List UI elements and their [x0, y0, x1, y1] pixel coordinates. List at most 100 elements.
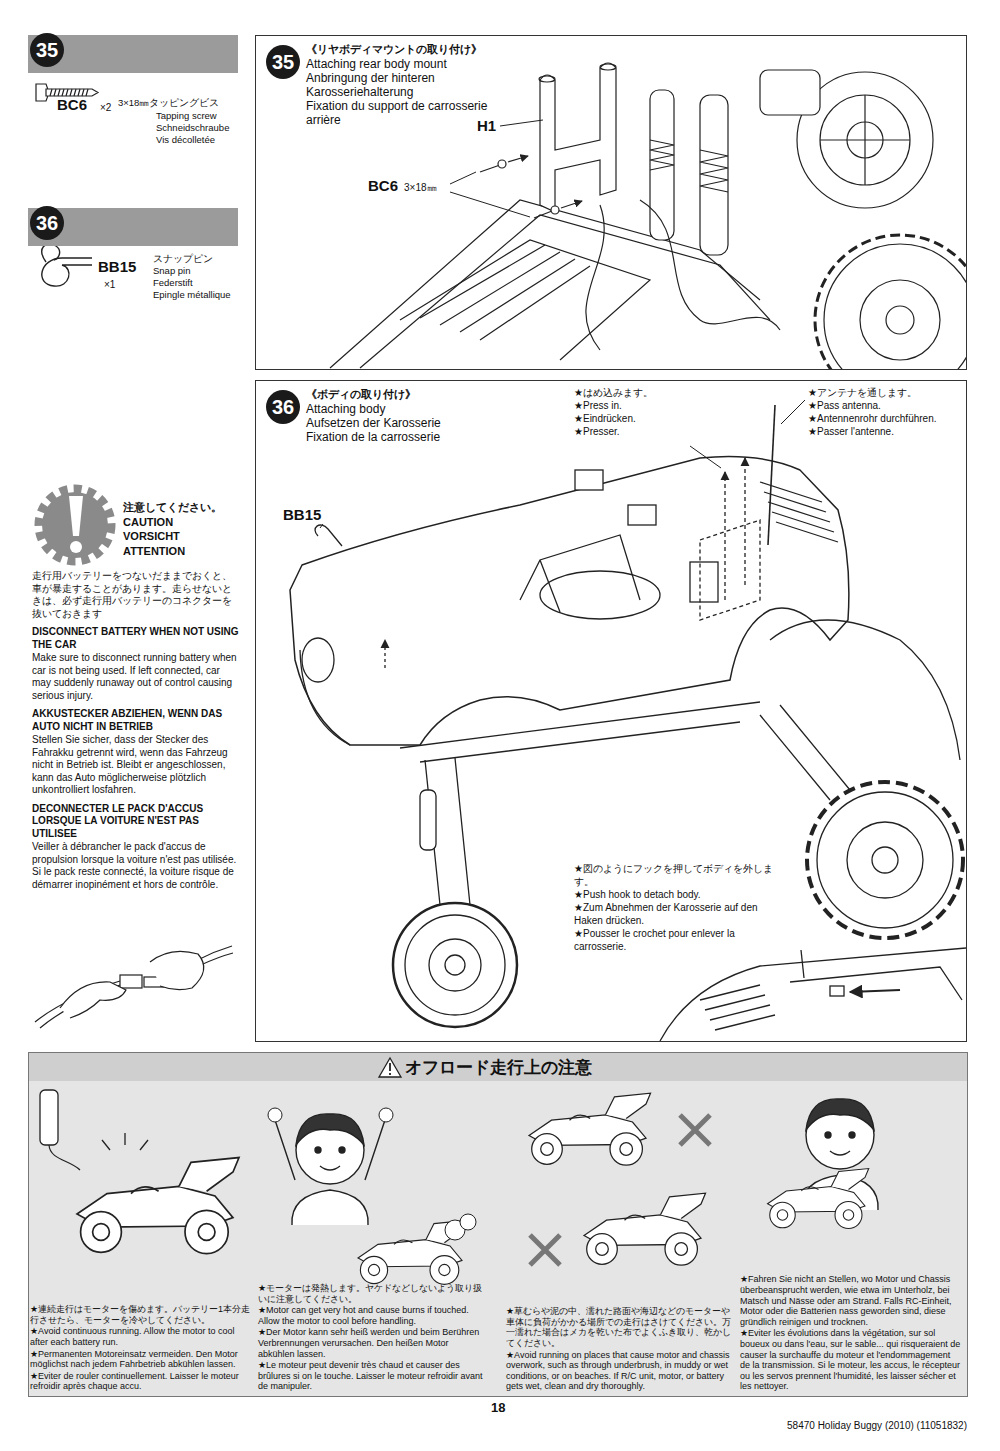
buggy-body-drawing-path [660, 948, 966, 1041]
buggy-body-drawing-ellipse [302, 638, 334, 682]
warning-heading: VORSICHT [123, 529, 180, 544]
label-anchor: スナップピン [153, 253, 243, 265]
battery-connector-sketch-path [150, 951, 204, 989]
caution-cartoons-path [49, 1145, 80, 1170]
rear-chassis-drawing-ellipse [539, 76, 555, 82]
caution-heading: オフロード走行上の注意 [405, 1058, 592, 1078]
step-title: Attaching rear body mount [306, 57, 447, 71]
warning-heading: ATTENTION [123, 544, 185, 559]
label-anchor: Stellen Sie sicher, dass der Stecker des… [32, 734, 239, 797]
callout-note: ★Push hook to detach body. [574, 888, 701, 901]
buggy-body-drawing-path [770, 620, 960, 760]
part-name: Vis décolletée [156, 134, 215, 146]
rear-chassis-drawing-path [480, 165, 500, 172]
warning-text: Veiller à débrancher le pack d'accus de … [32, 841, 239, 891]
rear-chassis-drawing-circle [886, 306, 914, 334]
caution-icon-circle [70, 541, 82, 553]
label-anchor: ★草むらや泥の中、濡れた路面や海辺などのモーターや車体に負荷がかかる場所での走行… [506, 1306, 732, 1348]
label-anchor: ★図のようにフックを押してボディを外します。 [574, 862, 789, 888]
step-number-band: 35 [28, 35, 238, 73]
buggy-body-drawing-circle [445, 955, 465, 975]
step-title: Fixation du support de carrosserie arriè… [306, 99, 506, 127]
caution-cartoons-path [530, 1235, 560, 1265]
step-title: Attaching body [306, 402, 385, 416]
snap-pin [42, 244, 92, 286]
caution-text: ★草むらや泥の中、濡れた路面や海辺などのモーターや車体に負荷がかかる場所での走行… [506, 1306, 732, 1348]
label-anchor: ★Eviter de rouler continuellement. Laiss… [30, 1371, 252, 1392]
label-anchor: ★Avoid continuous running. Allow the mot… [30, 1326, 252, 1347]
caution-cartoons-use [768, 1169, 869, 1229]
label-anchor: Schneidschraube [156, 122, 240, 134]
part-name: Snap pin [153, 265, 191, 277]
label-anchor: ★Eviter les évolutions dans la végétatio… [740, 1328, 962, 1392]
label-anchor: ATTENTION [123, 544, 238, 559]
text-wrap: 《ボディの取り付け》Attaching bodyAufsetzen der Ka… [306, 387, 506, 444]
text-wrap: 35 [266, 45, 300, 79]
label-anchor: ★Permanenten Motoreinsatz vermeiden. Den… [30, 1349, 252, 1370]
callout-note: ★Passer l'antenne. [808, 425, 894, 438]
text-column: ★アンテナを通します。★Pass antenna.★Antennenrohr d… [808, 386, 963, 438]
caution-text: ★モーターは発熱します。ヤケドなどしないよう取り扱いに注意してください。 [258, 1283, 486, 1304]
label-anchor: 18 [491, 1400, 505, 1415]
buggy-body-drawing-circle [405, 915, 505, 1015]
rear-chassis-drawing-circle [824, 244, 966, 369]
step-number: 35 [266, 45, 300, 79]
caution-text: ★Fahren Sie nicht an Stellen, wo Motor u… [740, 1274, 962, 1327]
label-anchor: H1 [477, 117, 496, 135]
label-anchor: Vis décolletée [156, 134, 240, 146]
rear-chassis-drawing-circle [815, 235, 966, 369]
label-anchor: ★Fahren Sie nicht an Stellen, wo Motor u… [740, 1274, 962, 1327]
part-name: Schneidschraube [156, 122, 229, 134]
warning-heading: DECONNECTER LE PACK D'ACCUS LORSQUE LA V… [32, 803, 239, 841]
label-anchor: ★Avoid running on places that cause moto… [506, 1350, 732, 1392]
warning-text: Make sure to disconnect running battery … [32, 652, 239, 702]
label-anchor: CAUTION [123, 515, 238, 530]
rear-chassis-drawing-path [508, 156, 528, 162]
caution-box-ground-path [389, 1063, 391, 1075]
label-anchor: Make sure to disconnect running battery … [32, 652, 239, 702]
part-code: BB15 [98, 258, 136, 276]
label-anchor: ×2 [100, 102, 111, 115]
caution-cartoons-circle [268, 1108, 282, 1122]
part-code: BC6 [57, 96, 87, 114]
caution-text: ★Eviter de rouler continuellement. Laiss… [30, 1371, 252, 1392]
caution-cartoons-rect [40, 1090, 58, 1145]
rear-chassis-drawing-path [534, 211, 552, 218]
warning-heading: DISCONNECT BATTERY WHEN NOT USING THE CA… [32, 626, 239, 651]
rear-chassis-drawing-circle [551, 206, 559, 214]
callout-note: ★Zum Abnehmen der Karosserie auf den Hak… [574, 901, 789, 927]
step-number: 36 [266, 390, 300, 424]
callout-note: ★はめ込みます。 [574, 386, 653, 399]
step-panel: 35《リヤボディマウントの取り付け》Attaching rear body mo… [255, 35, 967, 370]
buggy-body-drawing-path [801, 950, 804, 978]
rear-chassis-drawing-path [561, 201, 582, 208]
caution-cartoons-use [584, 1193, 706, 1265]
label-anchor: 3×18㎜タッピングビス [118, 97, 219, 109]
caution-text: ★Eviter les évolutions dans la végétatio… [740, 1328, 962, 1392]
buggy-body-drawing-rect [628, 505, 656, 525]
buggy-body-drawing-path [700, 520, 760, 620]
buggy-body-drawing-ellipse [540, 571, 660, 619]
text-column: 注意してください。CAUTIONVORSICHTATTENTION [123, 500, 238, 558]
buggy-body-drawing-path [384, 640, 385, 668]
warning-heading: 注意してください。 [123, 500, 222, 515]
part-code: H1 [477, 117, 496, 135]
rear-chassis-drawing-circle [820, 95, 910, 185]
label-anchor: BC6 [368, 177, 398, 195]
text-column: ★草むらや泥の中、濡れた路面や海辺などのモーターや車体に負荷がかかる場所での走行… [506, 1306, 732, 1392]
text-wrap: 36 [266, 390, 300, 424]
buggy-body-drawing-rect [690, 562, 718, 602]
label-anchor: ★連続走行はモーターを傷めます。バッテリー1本分走行させたら、モーターを冷やして… [30, 1304, 252, 1325]
step-number-band: 36 [28, 208, 238, 246]
buggy-body-drawing-path [315, 525, 342, 546]
text-wrap: オフロード走行上の注意 [29, 1058, 967, 1078]
leader-line-path [450, 192, 530, 217]
text-column: Tapping screwSchneidschraubeVis décollet… [156, 110, 240, 146]
rear-chassis-drawing-circle [860, 280, 940, 360]
tapping-screw-path [50, 89, 88, 96]
label-anchor: ×1 [104, 279, 115, 292]
caution-text: ★Le moteur peut devenir très chaud et ca… [258, 1360, 486, 1392]
rear-chassis-drawing-rect [760, 70, 820, 115]
leader-line-path [320, 524, 323, 528]
label-anchor: 走行用バッテリーをつないだままでおくと、車が暴走することがあります。走らせないと… [32, 570, 239, 620]
